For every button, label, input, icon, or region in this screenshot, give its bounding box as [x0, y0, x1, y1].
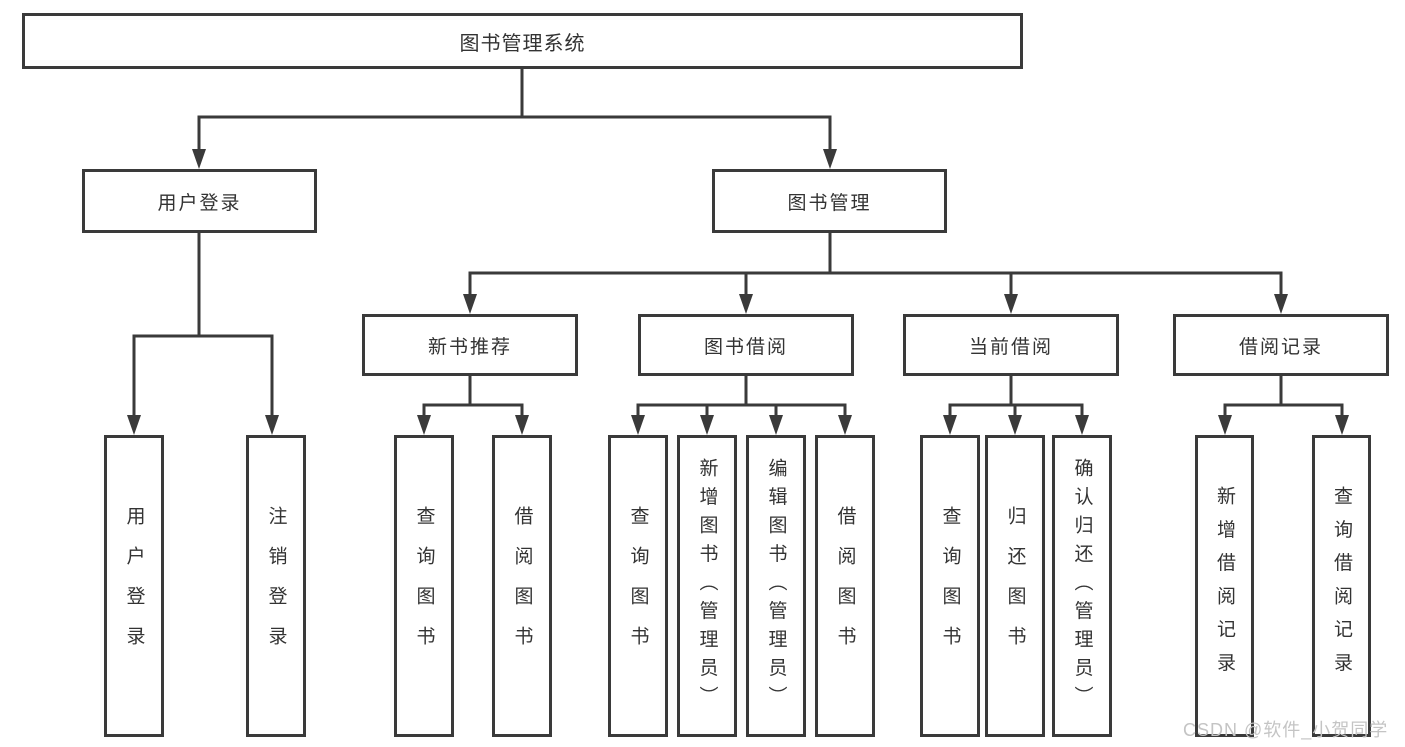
- node-new-book-recommend: 新书推荐: [362, 314, 578, 376]
- leaf-query-books-recommend: 查询图书: [394, 435, 454, 737]
- leaf-borrow-books-recommend: 借阅图书: [492, 435, 552, 737]
- leaf-confirm-return-admin: 确认归还（管理员）: [1052, 435, 1112, 737]
- leaf-return-books: 归还图书: [985, 435, 1045, 737]
- csdn-watermark: CSDN @软件_小贺同学: [1183, 720, 1389, 740]
- node-borrow-records: 借阅记录: [1173, 314, 1389, 376]
- leaf-edit-books-admin: 编辑图书（管理员）: [746, 435, 806, 737]
- node-book-management: 图书管理: [712, 169, 947, 233]
- leaf-logout: 注销登录: [246, 435, 306, 737]
- leaf-add-borrow-record: 新增借阅记录: [1195, 435, 1254, 737]
- leaf-user-login: 用户登录: [104, 435, 164, 737]
- node-user-login: 用户登录: [82, 169, 317, 233]
- node-root-system: 图书管理系统: [22, 13, 1023, 69]
- leaf-borrow-books: 借阅图书: [815, 435, 875, 737]
- leaf-add-books-admin: 新增图书（管理员）: [677, 435, 737, 737]
- node-current-borrow: 当前借阅: [903, 314, 1119, 376]
- leaf-query-borrow-record: 查询借阅记录: [1312, 435, 1371, 737]
- leaf-query-books-current: 查询图书: [920, 435, 980, 737]
- node-book-borrow: 图书借阅: [638, 314, 854, 376]
- leaf-query-books-borrow: 查询图书: [608, 435, 668, 737]
